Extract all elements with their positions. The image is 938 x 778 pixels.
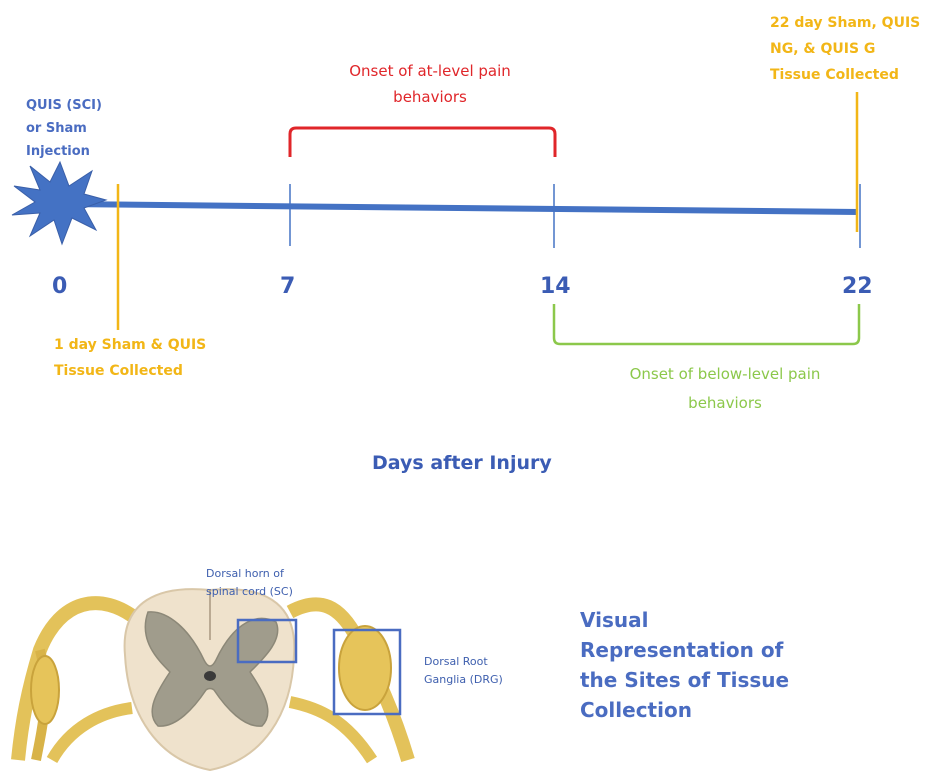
dorsal-horn-label-line-1: Dorsal horn of [206, 565, 293, 583]
injury-label-line-2: or Sham [26, 117, 102, 140]
collection-22day-label: 22 day Sham, QUIS NG, & QUIS G Tissue Co… [770, 10, 920, 88]
anatomy-title-line-2: Representation of [580, 635, 789, 665]
collection-1day-line-1: 1 day Sham & QUIS [54, 332, 206, 358]
timeline-axis [60, 204, 858, 212]
anatomy-title-line-1: Visual [580, 605, 789, 635]
spinal-cord-illustration [18, 589, 408, 770]
collection-22day-line-2: NG, & QUIS G [770, 36, 920, 62]
injury-starburst [12, 162, 106, 244]
collection-1day-line-2: Tissue Collected [54, 358, 206, 384]
below-level-label-line-1: Onset of below-level pain [600, 360, 850, 389]
drg-label-line-2: Ganglia (DRG) [424, 671, 503, 689]
below-level-label: Onset of below-level pain behaviors [600, 360, 850, 418]
collection-22day-line-1: 22 day Sham, QUIS [770, 10, 920, 36]
anatomy-title-line-4: Collection [580, 695, 789, 725]
collection-22day-line-3: Tissue Collected [770, 62, 920, 88]
injury-label: QUIS (SCI) or Sham Injection [26, 94, 102, 163]
injury-label-line-1: QUIS (SCI) [26, 94, 102, 117]
at-level-label: Onset of at-level pain behaviors [320, 58, 540, 110]
drg-label-line-1: Dorsal Root [424, 653, 503, 671]
injury-label-line-3: Injection [26, 140, 102, 163]
at-level-bracket [290, 128, 555, 157]
drg-label: Dorsal Root Ganglia (DRG) [424, 653, 503, 689]
collection-1day-label: 1 day Sham & QUIS Tissue Collected [54, 332, 206, 384]
day-label-7: 7 [280, 274, 295, 299]
below-level-bracket [554, 304, 859, 344]
at-level-label-line-1: Onset of at-level pain [320, 58, 540, 84]
day-label-14: 14 [540, 274, 571, 299]
dorsal-horn-label-line-2: spinal cord (SC) [206, 583, 293, 601]
day-label-22: 22 [842, 274, 873, 299]
day-label-0: 0 [52, 274, 67, 299]
at-level-label-line-2: behaviors [320, 84, 540, 110]
anatomy-title: Visual Representation of the Sites of Ti… [580, 605, 789, 725]
axis-title: Days after Injury [372, 448, 552, 478]
dorsal-horn-label: Dorsal horn of spinal cord (SC) [206, 565, 293, 601]
below-level-label-line-2: behaviors [600, 389, 850, 418]
anatomy-title-line-3: the Sites of Tissue [580, 665, 789, 695]
